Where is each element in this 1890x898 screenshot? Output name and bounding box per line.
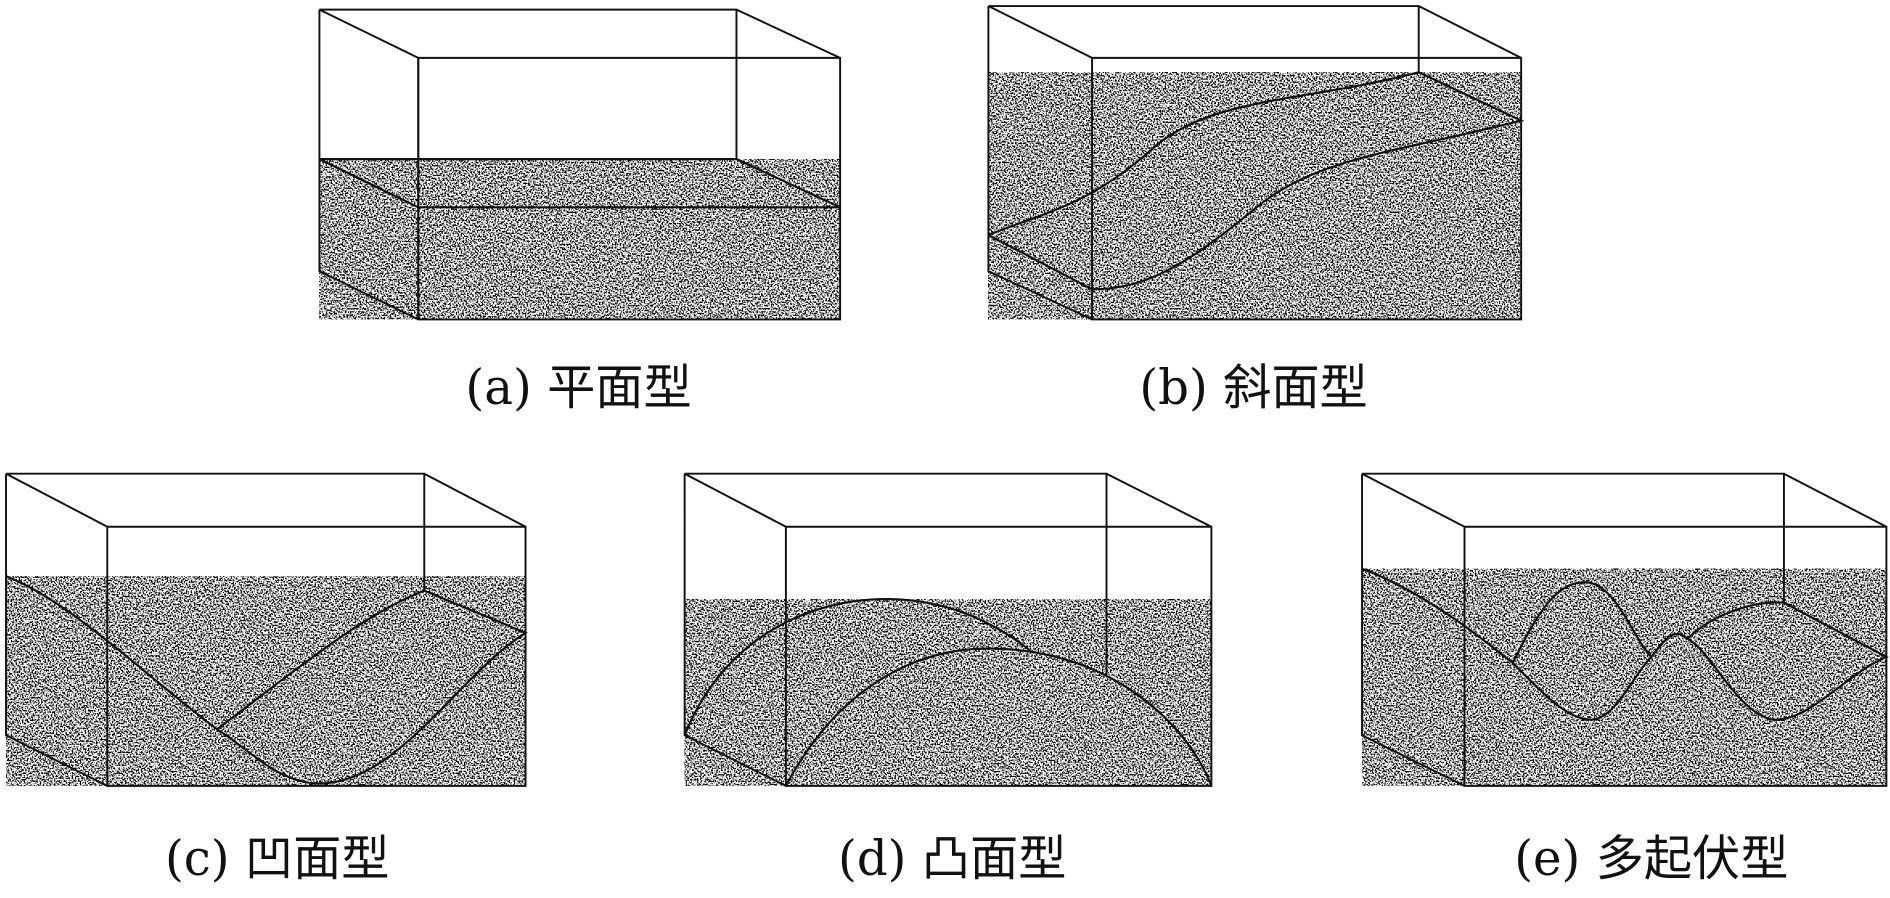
soil-body (988, 72, 1522, 320)
panel-b-inclined: (b) 斜面型 (987, 5, 1525, 416)
panel-label: (e) 多起伏型 (1514, 831, 1788, 887)
soil-body (1362, 568, 1887, 786)
surface-edge (683, 597, 1213, 787)
panel-e-undulating: (e) 多起伏型 (1361, 472, 1889, 887)
soil-body (684, 599, 1212, 786)
soil-body (319, 159, 841, 320)
surface-edge (1361, 567, 1889, 721)
panel-c-concave: (c) 凹面型 (5, 472, 528, 887)
surface-edge (5, 575, 528, 785)
panel-label: (c) 凹面型 (165, 831, 390, 887)
panel-a-flat: (a) 平面型 (318, 8, 842, 416)
surface-edge (318, 158, 841, 209)
soil-body (6, 576, 526, 786)
panel-label: (b) 斜面型 (1139, 360, 1367, 416)
box-outline (318, 8, 842, 321)
panel-d-convex: (d) 凸面型 (683, 472, 1213, 887)
box-outline (5, 472, 527, 787)
panel-label: (a) 平面型 (465, 360, 691, 416)
box-outline (987, 5, 1523, 321)
panel-label: (d) 凸面型 (838, 831, 1066, 887)
surface-edge (987, 71, 1525, 291)
box-outline (1361, 472, 1888, 787)
